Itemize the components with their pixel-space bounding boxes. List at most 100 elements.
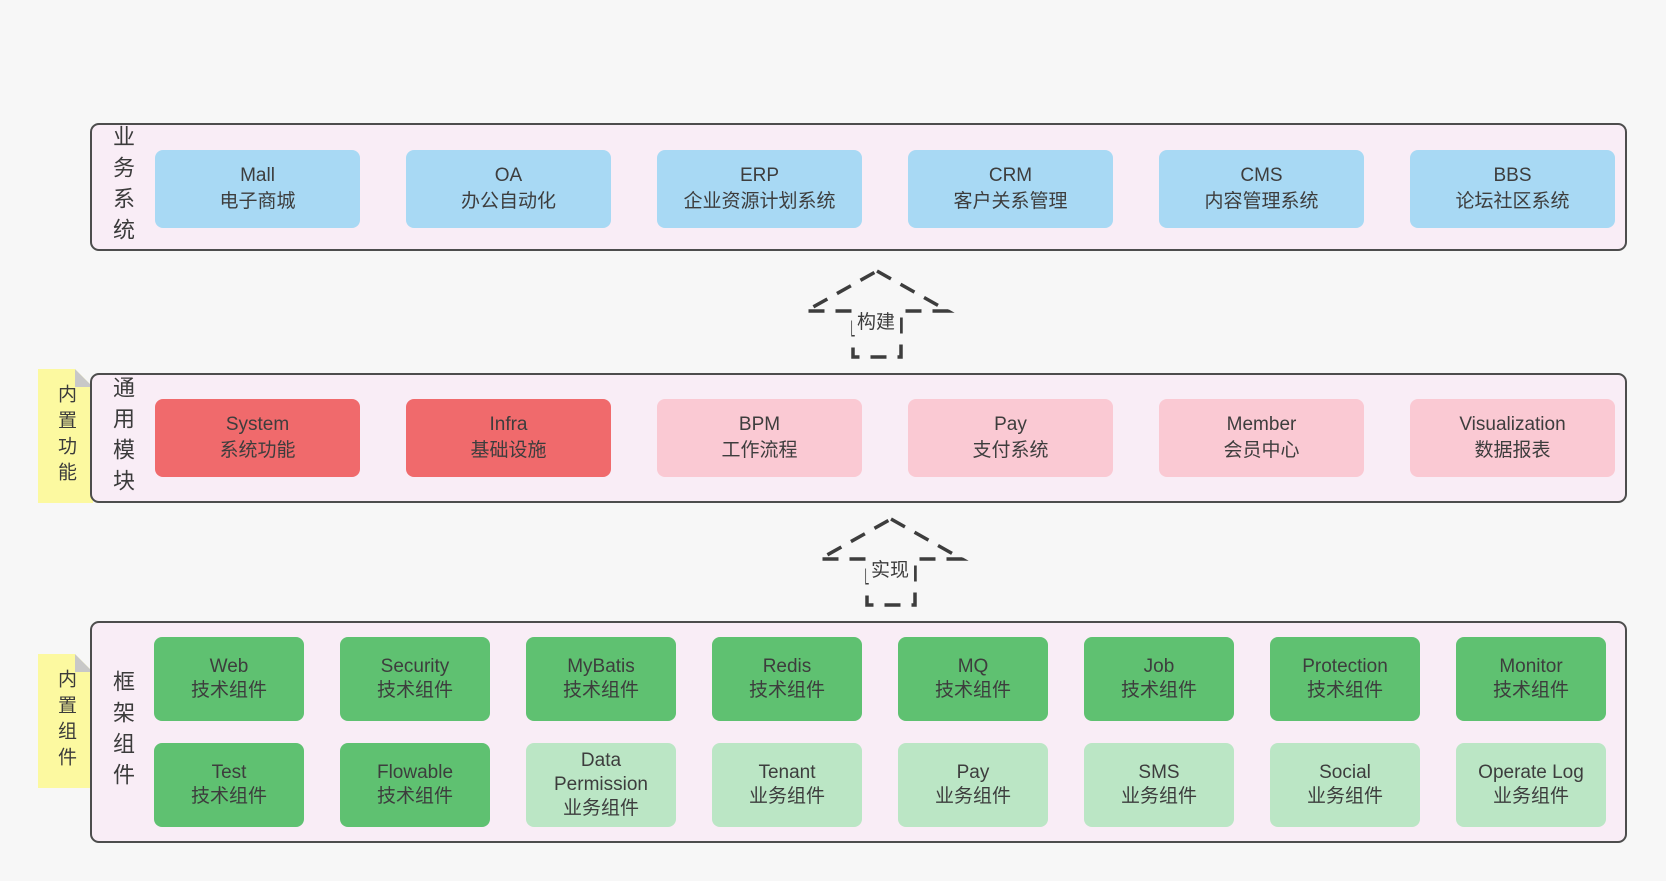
box-title: Job	[1143, 656, 1175, 677]
box-infra: Infra 基础设施	[406, 399, 611, 477]
box-sms: SMS 业务组件	[1084, 743, 1234, 827]
box-subtitle: 客户关系管理	[953, 191, 1068, 212]
box-subtitle: 系统功能	[219, 440, 296, 461]
box-bbs: BBS 论坛社区系统	[1410, 150, 1615, 228]
box-title: Web	[209, 656, 249, 677]
band-common-modules: 通用模块 System 系统功能 Infra 基础设施 BPM 工作流程 Pay…	[90, 373, 1627, 503]
box-subtitle: 业务组件	[1306, 786, 1383, 807]
box-subtitle: 技术组件	[1120, 680, 1197, 701]
box-pay-component: Pay 业务组件	[898, 743, 1048, 827]
box-subtitle: 业务组件	[1120, 786, 1197, 807]
box-operate-log: Operate Log 业务组件	[1456, 743, 1606, 827]
box-title: Pay	[956, 762, 990, 783]
box-subtitle: 业务组件	[748, 786, 825, 807]
box-pay-system: Pay 支付系统	[908, 399, 1113, 477]
box-subtitle: 技术组件	[562, 680, 639, 701]
box-title: Mall	[240, 165, 275, 186]
box-subtitle: 基础设施	[470, 440, 547, 461]
box-subtitle: 技术组件	[376, 680, 453, 701]
box-subtitle: 数据报表	[1474, 440, 1551, 461]
box-mybatis: MyBatis 技术组件	[526, 637, 676, 721]
box-oa: OA 办公自动化	[406, 150, 611, 228]
box-subtitle: 办公自动化	[460, 191, 556, 212]
box-title: System	[225, 414, 290, 435]
box-title: Redis	[762, 656, 812, 677]
box-title: CRM	[988, 165, 1033, 186]
box-title: MQ	[957, 656, 989, 677]
box-title: Tenant	[758, 762, 816, 783]
box-title: Social	[1319, 762, 1371, 783]
box-subtitle: 技术组件	[190, 786, 267, 807]
band-framework-components: 框架组件 Web 技术组件 Security 技术组件 MyBatis 技术组件…	[90, 621, 1627, 843]
box-system: System 系统功能	[155, 399, 360, 477]
arrow-implement: 实现	[811, 514, 971, 610]
box-tenant: Tenant 业务组件	[712, 743, 862, 827]
arrow-build-label: 构建	[852, 306, 901, 335]
box-title: Infra	[489, 414, 528, 435]
box-title: Flowable	[376, 762, 454, 783]
box-subtitle: 业务组件	[1492, 786, 1569, 807]
box-title: Member	[1226, 414, 1297, 435]
box-subtitle: 会员中心	[1223, 440, 1300, 461]
box-subtitle: 技术组件	[1306, 680, 1383, 701]
box-title: Security	[380, 656, 450, 677]
box-title: BPM	[738, 414, 781, 435]
box-title: OA	[494, 165, 523, 186]
box-subtitle: 内容管理系统	[1204, 191, 1319, 212]
box-title: Monitor	[1499, 656, 1563, 677]
band-label: 通用模块	[110, 376, 135, 500]
box-bpm: BPM 工作流程	[657, 399, 862, 477]
band-label: 框架组件	[110, 670, 135, 794]
box-mq: MQ 技术组件	[898, 637, 1048, 721]
box-protection: Protection 技术组件	[1270, 637, 1420, 721]
box-member: Member 会员中心	[1159, 399, 1364, 477]
box-title: CMS	[1240, 165, 1283, 186]
box-title: BBS	[1493, 165, 1532, 186]
box-subtitle: 企业资源计划系统	[683, 191, 836, 212]
box-subtitle: 电子商城	[219, 191, 296, 212]
box-job: Job 技术组件	[1084, 637, 1234, 721]
box-subtitle: 工作流程	[721, 440, 798, 461]
box-subtitle: 业务组件	[934, 786, 1011, 807]
box-web: Web 技术组件	[154, 637, 304, 721]
band-business-systems: 业务系统 Mall 电子商城 OA 办公自动化 ERP 企业资源计划系统 CRM…	[90, 123, 1627, 251]
box-title: Visualization	[1459, 414, 1566, 435]
box-data-permission: Data Permission 业务组件	[526, 743, 676, 827]
box-mall: Mall 电子商城	[155, 150, 360, 228]
box-title: Pay	[994, 414, 1027, 435]
note-text: 内置组件	[55, 669, 76, 773]
up-arrow-icon	[813, 516, 969, 607]
box-subtitle: 技术组件	[190, 680, 267, 701]
arrow-implement-label: 实现	[866, 554, 915, 583]
box-title: ERP	[739, 165, 780, 186]
note-text: 内置功能	[55, 384, 76, 488]
box-cms: CMS 内容管理系统	[1159, 150, 1364, 228]
box-flowable: Flowable 技术组件	[340, 743, 490, 827]
band-label: 业务系统	[110, 125, 135, 249]
box-title: Protection	[1302, 656, 1388, 677]
box-monitor: Monitor 技术组件	[1456, 637, 1606, 721]
box-visualization: Visualization 数据报表	[1410, 399, 1615, 477]
box-social: Social 业务组件	[1270, 743, 1420, 827]
box-subtitle: 支付系统	[972, 440, 1049, 461]
box-title: MyBatis	[567, 656, 635, 677]
box-erp: ERP 企业资源计划系统	[657, 150, 862, 228]
note-built-in-components: 内置组件	[38, 654, 93, 788]
box-test: Test 技术组件	[154, 743, 304, 827]
note-built-in-features: 内置功能	[38, 369, 93, 503]
box-subtitle: 论坛社区系统	[1455, 191, 1570, 212]
arrow-build: 构建	[797, 266, 957, 362]
box-security: Security 技术组件	[340, 637, 490, 721]
up-arrow-icon	[799, 268, 955, 359]
box-subtitle: 业务组件	[562, 798, 639, 819]
box-subtitle: 技术组件	[1492, 680, 1569, 701]
box-redis: Redis 技术组件	[712, 637, 862, 721]
box-title: SMS	[1138, 762, 1180, 783]
box-crm: CRM 客户关系管理	[908, 150, 1113, 228]
box-title: Operate Log	[1478, 762, 1584, 783]
box-subtitle: 技术组件	[934, 680, 1011, 701]
box-title: Data Permission	[554, 750, 648, 795]
box-subtitle: 技术组件	[748, 680, 825, 701]
box-subtitle: 技术组件	[376, 786, 453, 807]
